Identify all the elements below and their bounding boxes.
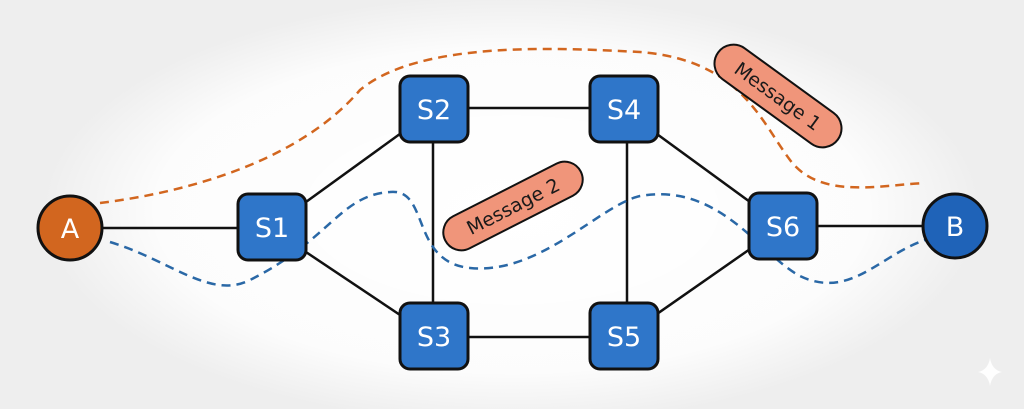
- switch-s6[interactable]: S6: [747, 191, 819, 261]
- switch-s2-label: S2: [417, 95, 451, 126]
- switch-s6-box: [747, 191, 819, 261]
- switch-s1-box: [236, 192, 308, 262]
- switch-s5-box: [588, 301, 660, 371]
- switch-s1[interactable]: S1: [236, 192, 308, 262]
- switch-s5[interactable]: S5: [588, 301, 660, 371]
- switch-s4-label: S4: [607, 95, 641, 126]
- switch-s4-box: [588, 74, 660, 144]
- switch-s3-label: S3: [417, 322, 451, 353]
- endpoint-b-label: B: [946, 212, 965, 243]
- switch-s2-box: [398, 74, 470, 144]
- switch-s3[interactable]: S3: [398, 301, 470, 371]
- switch-s1-label: S1: [255, 213, 289, 244]
- message-1-path: [99, 47, 926, 205]
- message-2-path: [109, 190, 926, 287]
- sparkle-icon: [978, 358, 1002, 386]
- endpoint-a[interactable]: A: [36, 194, 104, 262]
- switch-s6-label: S6: [766, 212, 800, 243]
- endpoint-b[interactable]: B: [921, 192, 989, 260]
- endpoint-b-circle: [921, 192, 989, 260]
- switch-s4[interactable]: S4: [588, 74, 660, 144]
- endpoint-a-circle: [36, 194, 104, 262]
- switch-s5-label: S5: [607, 322, 641, 353]
- switch-s2[interactable]: S2: [398, 74, 470, 144]
- message-1-tag-bg: [713, 43, 843, 149]
- endpoint-a-label: A: [61, 214, 80, 245]
- message-2-tag-bg: [442, 160, 584, 252]
- switch-s3-box: [398, 301, 470, 371]
